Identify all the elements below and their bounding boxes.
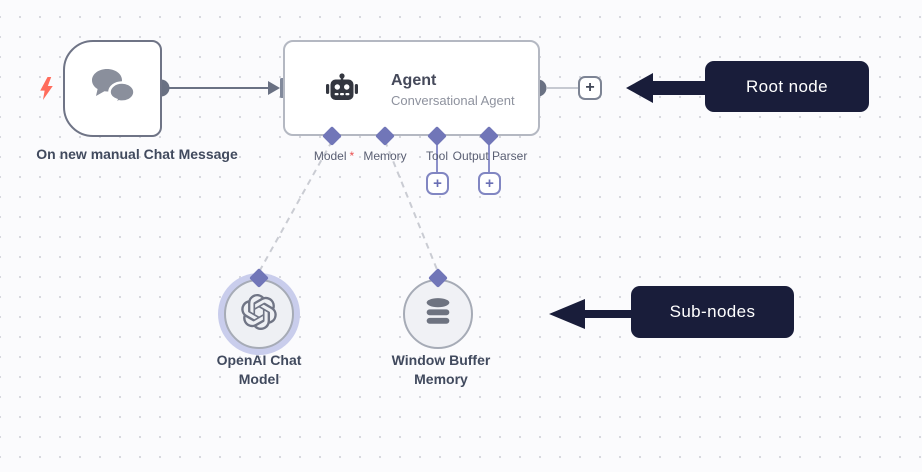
port-label-tool: Tool (425, 149, 449, 163)
database-icon (422, 296, 454, 333)
openai-node-label: OpenAI Chat Model (216, 352, 302, 387)
root-node-arrow (626, 73, 706, 103)
port-label-output-parser: Output Parser (452, 149, 528, 163)
sub-nodes-annotation: Sub-nodes (631, 286, 794, 338)
add-output-parser-button[interactable]: + (478, 172, 501, 195)
chat-bubbles-icon (90, 67, 136, 110)
trigger-node[interactable] (63, 40, 162, 137)
openai-icon (241, 293, 277, 335)
add-next-node-button[interactable]: + (578, 76, 602, 100)
agent-node[interactable]: Agent Conversational Agent (283, 40, 540, 136)
root-node-annotation: Root node (705, 61, 869, 112)
connection-arrowhead (268, 81, 280, 95)
window-buffer-memory-node[interactable] (403, 279, 473, 349)
connection-memory-buffer[interactable] (384, 140, 439, 273)
trigger-node-label: On new manual Chat Message (36, 146, 238, 162)
required-marker: * (349, 149, 355, 163)
add-tool-button[interactable]: + (426, 172, 449, 195)
openai-chat-model-node[interactable] (224, 279, 294, 349)
memory-node-label: Window Buffer Memory (391, 352, 491, 387)
trigger-bolt-icon (40, 77, 53, 100)
port-label-model: Model* (313, 149, 355, 163)
connection-model-openai[interactable] (258, 140, 333, 273)
port-label-memory: Memory (363, 149, 407, 163)
sub-nodes-arrow (549, 299, 632, 329)
robot-icon (325, 72, 359, 106)
agent-node-title: Agent (391, 72, 437, 89)
agent-node-subtitle: Conversational Agent (391, 93, 515, 108)
